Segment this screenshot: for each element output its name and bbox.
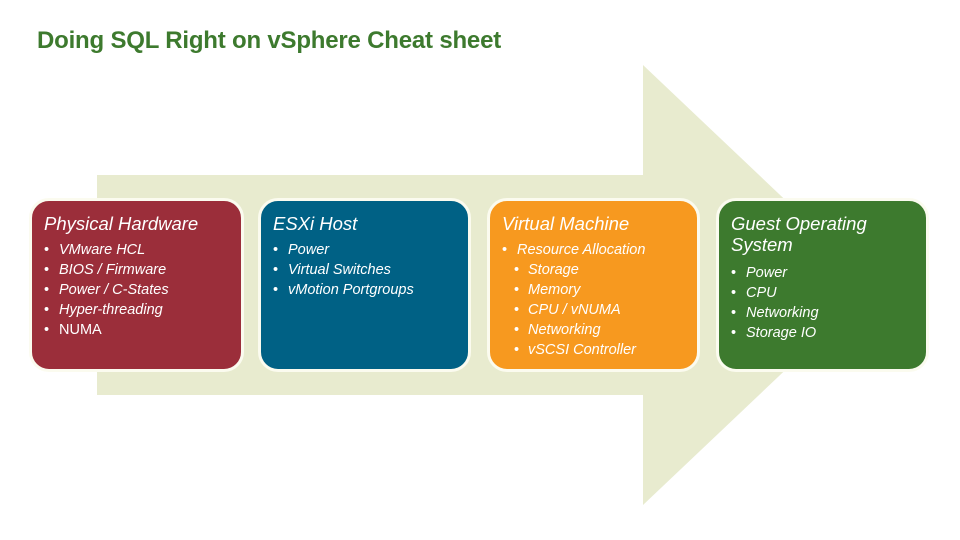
sub-list-item: Memory <box>502 280 687 300</box>
list-item: Resource Allocation <box>502 240 687 260</box>
list-item: Storage IO <box>731 323 916 343</box>
list-item: BIOS / Firmware <box>44 260 231 280</box>
sub-list-item: vSCSI Controller <box>502 340 687 360</box>
list-item: Power / C-States <box>44 280 231 300</box>
list-item: NUMA <box>44 320 231 340</box>
list-item: Hyper-threading <box>44 300 231 320</box>
list-item: VMware HCL <box>44 240 231 260</box>
sub-list-item: Storage <box>502 260 687 280</box>
list-item: Power <box>273 240 458 260</box>
bullet-list: Power Virtual Switches vMotion Portgroup… <box>273 240 458 300</box>
list-item: Networking <box>731 303 916 323</box>
physical-hardware-box: Physical Hardware VMware HCL BIOS / Firm… <box>29 198 244 372</box>
box-heading: Guest Operating System <box>731 213 867 255</box>
box-heading: Virtual Machine <box>502 213 630 234</box>
list-item: Virtual Switches <box>273 260 458 280</box>
list-item: vMotion Portgroups <box>273 280 458 300</box>
sub-list-item: Networking <box>502 320 687 340</box>
guest-operating-system-box: Guest Operating System Power CPU Network… <box>716 198 929 372</box>
list-item: Power <box>731 263 916 283</box>
bullet-list: Resource Allocation Storage Memory CPU /… <box>502 240 687 360</box>
bullet-list: VMware HCL BIOS / Firmware Power / C-Sta… <box>44 240 231 340</box>
box-heading: ESXi Host <box>273 213 358 234</box>
box-heading: Physical Hardware <box>44 213 199 234</box>
sub-list-item: CPU / vNUMA <box>502 300 687 320</box>
list-item: CPU <box>731 283 916 303</box>
virtual-machine-box: Virtual Machine Resource Allocation Stor… <box>487 198 700 372</box>
esxi-host-box: ESXi Host Power Virtual Switches vMotion… <box>258 198 471 372</box>
bullet-list: Power CPU Networking Storage IO <box>731 263 916 343</box>
page-title: Doing SQL Right on vSphere Cheat sheet <box>37 27 502 54</box>
